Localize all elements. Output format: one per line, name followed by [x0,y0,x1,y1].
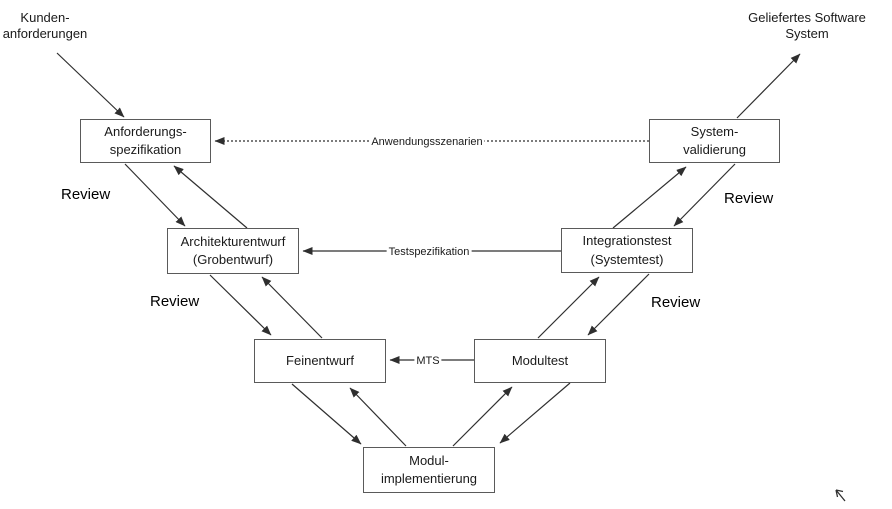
edge-modultest-to-implementation-down [499,382,571,444]
edge-integrationstest-to-validation-up [612,166,687,229]
edge-label-anwendungsszenarien: Anwendungsszenarien [369,136,485,148]
edge-implementation-to-feinentwurf-up [349,387,407,447]
edge-requirements-to-architecture-down [124,163,186,227]
edge-customer-to-requirements [56,52,125,118]
review-label-left-middle: Review [150,293,200,310]
node-modulimplementierung: Modul- implementierung [363,447,495,493]
edge-architecture-to-feinentwurf-down [209,274,272,336]
edge-label-testspezifikation: Testspezifikation [386,246,472,258]
review-label-right-middle: Review [651,294,701,311]
review-label-right-top: Review [724,190,774,207]
label-geliefertes-software-system: Geliefertes Software System [748,10,866,42]
edge-feinentwurf-to-architecture-up [261,276,323,339]
node-architekturentwurf: Architekturentwurf (Grobentwurf) [167,228,299,274]
node-feinentwurf: Feinentwurf [254,339,386,383]
edge-integrationstest-to-modultest-down [587,273,650,336]
edge-feinentwurf-to-implementation-down [291,383,362,445]
edge-validation-to-integrationstest-down [673,163,736,227]
cursor-icon [835,489,846,502]
edge-modultest-to-integrationstest-up [537,276,600,339]
node-integrationstest: Integrationstest (Systemtest) [561,228,693,273]
node-anforderungsspezifikation: Anforderungs- spezifikation [80,119,211,163]
label-kundenanforderungen: Kunden- anforderungen [2,10,88,42]
edge-architecture-to-requirements-up [173,165,248,229]
edge-validation-to-delivered [736,53,801,119]
edge-label-mts: MTS [414,355,442,367]
node-systemvalidierung: System- validierung [649,119,780,163]
edge-implementation-to-modultest-up [452,386,513,447]
node-modultest: Modultest [474,339,606,383]
review-label-left-top: Review [61,186,111,203]
